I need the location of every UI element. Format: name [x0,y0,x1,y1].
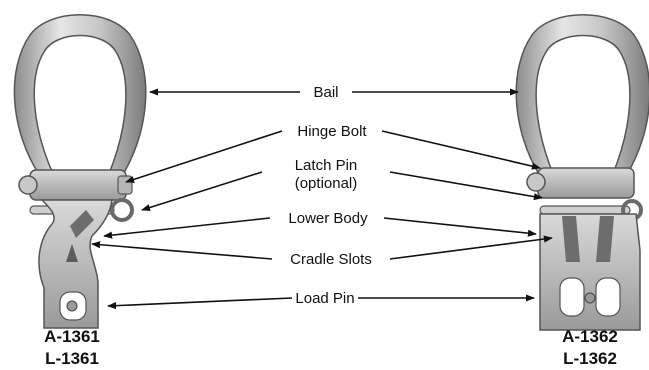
label-latch-pin: Latch Pin [295,157,358,174]
label-lower-body: Lower Body [288,210,368,227]
right-model-number: A-1362 [562,327,618,346]
arrow-lowerbody-right [383,217,537,237]
left-hinge-bolt-head [18,175,38,195]
right-hinge-bolt-head [526,172,546,192]
right-load-pin [584,292,596,304]
arrow-lowerbody-left [103,217,271,239]
label-latch-pin-optional: (optional) [295,175,358,192]
arrow-latch-right [389,171,543,201]
left-latch-ring [110,198,134,222]
left-model-number: A-1361 [44,327,100,346]
right-latch-pin [539,205,631,215]
arrow-hinge-right [381,130,541,170]
arrow-latch-left [141,171,263,211]
left-cradle-slot [70,210,94,238]
left-lower-body [38,199,113,329]
label-cradle-slots: Cradle Slots [290,251,372,268]
left-shackle [13,14,147,329]
arrow-cradle-left [91,241,273,260]
right-shackle [515,14,649,331]
left-model-number-alt: L-1361 [45,349,99,368]
left-hinge-block [29,169,127,201]
arrow-hinge-left [125,130,283,183]
label-bail: Bail [313,84,338,101]
right-hinge-block [537,167,635,199]
label-hinge-bolt: Hinge Bolt [297,123,367,140]
leader-arrows [91,88,553,310]
right-load-slot [559,277,585,317]
right-cradle-slot-right [596,216,614,262]
left-bail [13,14,147,177]
label-load-pin: Load Pin [295,290,354,307]
right-model-number-alt: L-1362 [563,349,617,368]
arrow-loadpin-left [107,297,293,310]
right-lower-body [539,213,641,331]
left-load-pin [66,300,78,312]
right-bail [515,14,649,177]
right-cradle-slot-left [562,216,580,262]
arrow-cradle-right [389,235,553,260]
